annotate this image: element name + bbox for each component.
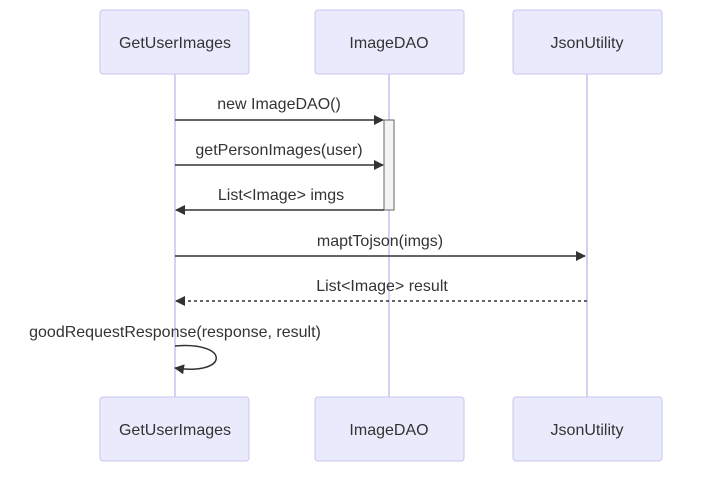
message-good-request-response: goodRequestResponse(response, result)	[29, 324, 321, 375]
participant-top-jsonutility: JsonUtility	[512, 9, 663, 75]
participant-bottom-imagedao: ImageDAO	[314, 396, 465, 462]
participant-label: ImageDAO	[349, 422, 428, 439]
participant-box	[99, 9, 250, 75]
message-label: new ImageDAO()	[217, 96, 341, 113]
message-label: getPersonImages(user)	[195, 142, 362, 159]
participant-label: GetUserImages	[119, 35, 231, 52]
participant-box	[512, 9, 663, 75]
participant-box	[314, 396, 465, 462]
message-map-to-json: maptTojson(imgs)	[175, 233, 586, 261]
participant-label: JsonUtility	[551, 35, 624, 52]
message-label: maptTojson(imgs)	[317, 233, 443, 250]
participant-bottom-jsonutility: JsonUtility	[512, 396, 663, 462]
participant-box	[99, 396, 250, 462]
message-return-imgs: List<Image> imgs	[175, 187, 384, 215]
message-label: goodRequestResponse(response, result)	[29, 324, 321, 341]
self-call-arrow	[174, 344, 217, 375]
participant-label: ImageDAO	[349, 35, 428, 52]
participant-label: JsonUtility	[551, 422, 624, 439]
participant-box	[314, 9, 465, 75]
participant-bottom-getuserimages: GetUserImages	[99, 396, 250, 462]
message-get-person-images: getPersonImages(user)	[175, 142, 384, 170]
message-label: List<Image> result	[316, 278, 448, 295]
message-label: List<Image> imgs	[218, 187, 344, 204]
message-new-imagedao: new ImageDAO()	[175, 96, 384, 125]
message-return-result: List<Image> result	[175, 278, 587, 306]
participant-box	[512, 396, 663, 462]
participant-label: GetUserImages	[119, 422, 231, 439]
participant-top-getuserimages: GetUserImages	[99, 9, 250, 75]
activation-bar-imagedao	[383, 119, 395, 211]
participant-top-imagedao: ImageDAO	[314, 9, 465, 75]
